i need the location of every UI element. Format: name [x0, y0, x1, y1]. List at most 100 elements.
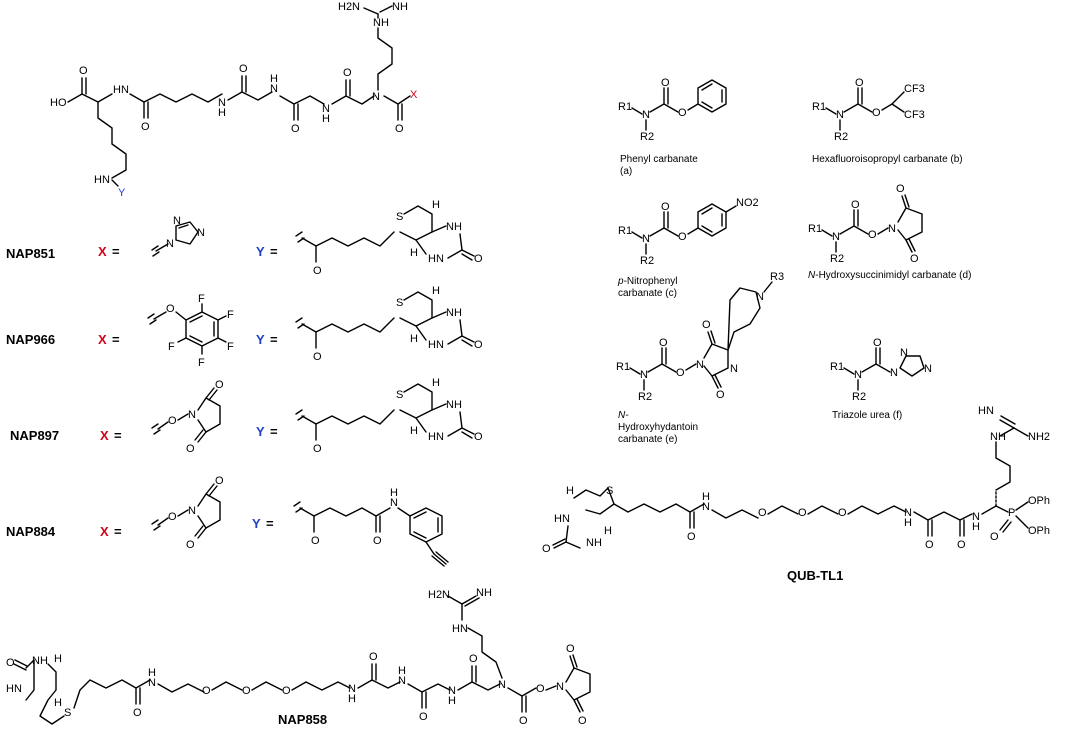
- atom-N: N: [348, 683, 356, 695]
- atom-O: O: [659, 337, 668, 349]
- atom-N: N: [197, 227, 205, 239]
- atom-N: N: [702, 501, 710, 513]
- core-structure: HO O H N HN Y O N H O N H O N H O N: [50, 1, 418, 199]
- atom-O: O: [239, 63, 248, 75]
- equals-sign: =: [112, 244, 120, 259]
- atom-NH: NH: [373, 17, 389, 29]
- atom-O: O: [474, 253, 483, 265]
- atom-O: O: [578, 715, 587, 727]
- atom-R3: R3: [770, 271, 784, 283]
- atom-O: O: [419, 711, 428, 723]
- x-triazole: N N N: [151, 215, 205, 257]
- atom-N: N: [696, 359, 704, 371]
- probe-row-nap897: NAP897 X = Y =: [10, 424, 278, 443]
- warhead-label: p-Nitrophenyl: [617, 276, 677, 287]
- atom-O: O: [566, 643, 575, 655]
- atom-R2: R2: [852, 391, 866, 403]
- atom-O: O: [313, 265, 322, 277]
- y-biotin-2: O S H NH O HN H: [295, 285, 483, 363]
- atom-O: O: [868, 229, 877, 241]
- atom-H2N: H2N: [428, 589, 450, 601]
- atom-N: N: [832, 231, 840, 243]
- atom-O: O: [395, 123, 404, 135]
- atom-N: N: [890, 367, 898, 379]
- atom-O: O: [311, 535, 320, 547]
- atom-N: N: [188, 505, 196, 517]
- warhead-label: N-Hydroxysuccinimidyl carbanate (d): [808, 270, 971, 281]
- atom-O: O: [678, 107, 687, 119]
- atom-N: N: [173, 215, 181, 227]
- atom-O: O: [676, 367, 685, 379]
- atom-R1: R1: [618, 101, 632, 113]
- atom-O: O: [186, 443, 195, 455]
- atom-NH: NH: [990, 431, 1006, 443]
- atom-NH: NH: [446, 221, 462, 233]
- probe-row-nap851: NAP851 X = Y =: [6, 244, 278, 261]
- atom-H: H: [218, 107, 226, 119]
- atom-H: H: [54, 697, 62, 709]
- atom-N: N: [498, 679, 506, 691]
- atom-N: N: [188, 409, 196, 421]
- probe-row-nap884: NAP884 X = Y =: [6, 516, 274, 539]
- x-pentafluorophenyl: O F F F F F: [147, 293, 234, 369]
- atom-N: N: [448, 685, 456, 697]
- atom-O: O: [873, 337, 882, 349]
- atom-N: N: [836, 109, 844, 121]
- y-biotin-3: O S H NH O HN H: [295, 377, 483, 455]
- atom-O: O: [373, 535, 382, 547]
- warhead-label: Triazole urea (f): [832, 410, 902, 421]
- atom-CF3: CF3: [904, 83, 925, 95]
- y-marker: Y: [118, 187, 126, 199]
- atom-R2: R2: [834, 131, 848, 143]
- atom-F: F: [198, 357, 205, 369]
- y-biotin-1: O S H NH O HN H: [295, 199, 483, 277]
- atom-N: N: [372, 91, 380, 103]
- atom-O: O: [369, 651, 378, 663]
- atom-N: N: [854, 369, 862, 381]
- atom-H: H: [113, 84, 121, 96]
- atom-H: H: [410, 247, 418, 259]
- atom-H: H: [432, 199, 440, 211]
- atom-O: O: [141, 121, 150, 133]
- atom-O: O: [851, 199, 860, 211]
- atom-OPh: OPh: [1028, 495, 1050, 507]
- atom-O: O: [343, 67, 352, 79]
- atom-N: N: [556, 681, 564, 693]
- atom-S: S: [606, 485, 613, 497]
- warhead-label-line2: carbanate (c): [618, 288, 677, 299]
- atom-R1: R1: [808, 223, 822, 235]
- atom-H: H: [148, 667, 156, 679]
- equals-sign: =: [112, 332, 120, 347]
- atom-N: N: [900, 347, 908, 359]
- atom-H: H: [448, 695, 456, 707]
- atom-O: O: [186, 539, 195, 551]
- atom-N: N: [888, 223, 896, 235]
- atom-NH: NH: [32, 655, 48, 667]
- atom-NO2: NO2: [736, 197, 759, 209]
- atom-R2: R2: [640, 131, 654, 143]
- probe-name: NAP884: [6, 524, 56, 539]
- atom-O: O: [925, 539, 934, 551]
- atom-N: N: [730, 363, 738, 375]
- atom-N: N: [166, 238, 174, 250]
- atom-O: O: [6, 657, 15, 669]
- atom-O: O: [687, 531, 696, 543]
- y-label: Y: [256, 244, 265, 259]
- atom-O: O: [168, 511, 177, 523]
- atom-O: O: [661, 77, 670, 89]
- atom-R1: R1: [812, 101, 826, 113]
- y-label: Y: [256, 332, 265, 347]
- atom-H: H: [270, 73, 278, 85]
- x-marker: X: [410, 89, 418, 101]
- atom-NH2: NH2: [1028, 431, 1050, 443]
- atom-N: N: [756, 291, 764, 303]
- atom-HN: HN: [428, 339, 444, 351]
- warhead-label-line1: N-: [618, 410, 629, 421]
- equals-sign: =: [114, 524, 122, 539]
- atom-H: H: [702, 491, 710, 503]
- warhead-label: Hexafluoroisopropyl carbanate (b): [812, 154, 963, 165]
- atom-H: H: [398, 665, 406, 677]
- atom-H: H: [566, 485, 574, 497]
